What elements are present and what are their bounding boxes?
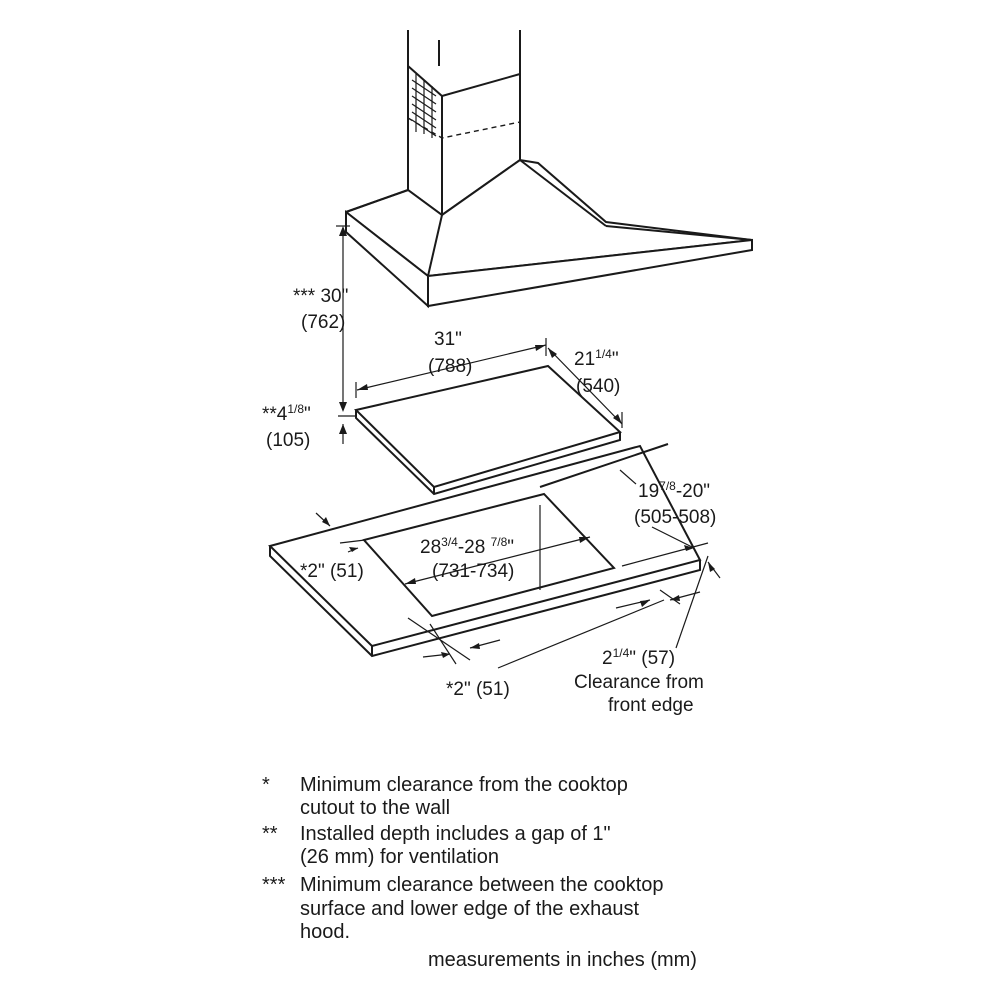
footnote-line: Installed depth includes a gap of 1" [300, 823, 611, 845]
front-clearance-line2: front edge [608, 695, 694, 716]
countertop [268, 444, 702, 658]
cutout-width-mm: (731-734) [432, 561, 514, 582]
cooktop-width-mm: (788) [428, 356, 472, 377]
side-clearance-front-label: *2" (51) [446, 679, 510, 700]
side-clearance-left-label: *2" (51) [300, 561, 364, 582]
cooktop-depth-mm: (540) [576, 376, 620, 397]
cooktop [354, 364, 622, 496]
cutout-depth-label: 197/8-20" [638, 479, 710, 502]
footnote-line: (26 mm) for ventilation [300, 846, 499, 868]
footnote-marker: *** [262, 874, 286, 896]
footnote-line: Minimum clearance between the cooktop [300, 874, 664, 896]
chimney-vent-louvers [411, 74, 437, 138]
dimension-labels: *** 30" (762) 31" (788) 211/4" (540) **4… [262, 286, 716, 716]
front-clearance-line1: Clearance from [574, 672, 704, 693]
footnote-marker: * [262, 774, 270, 796]
footnotes: * Minimum clearance from the cooktop cut… [262, 774, 664, 943]
installed-depth-mm: (105) [266, 430, 310, 451]
exhaust-hood [345, 30, 753, 309]
footnote-line: hood. [300, 921, 350, 943]
hood-height-label: *** 30" [293, 286, 348, 307]
footnote-line: cutout to the wall [300, 797, 450, 819]
hood-height-mm: (762) [301, 312, 345, 333]
front-clearance-label: 21/4" (57) [602, 646, 675, 669]
countertop-cutout [362, 492, 616, 618]
installed-depth-label: **41/8" [262, 402, 311, 425]
cutout-depth-mm: (505-508) [634, 507, 716, 528]
footnote-marker: ** [262, 823, 278, 845]
footnote-line: Minimum clearance from the cooktop [300, 774, 628, 796]
cutout-width-label: 283/4-28 7/8" [420, 535, 514, 558]
units-note: measurements in inches (mm) [428, 949, 697, 971]
cooktop-width-label: 31" [434, 329, 462, 350]
dimension-lines [315, 225, 721, 669]
cooktop-depth-label: 211/4" [574, 347, 619, 370]
footnote-line: surface and lower edge of the exhaust [300, 898, 640, 920]
